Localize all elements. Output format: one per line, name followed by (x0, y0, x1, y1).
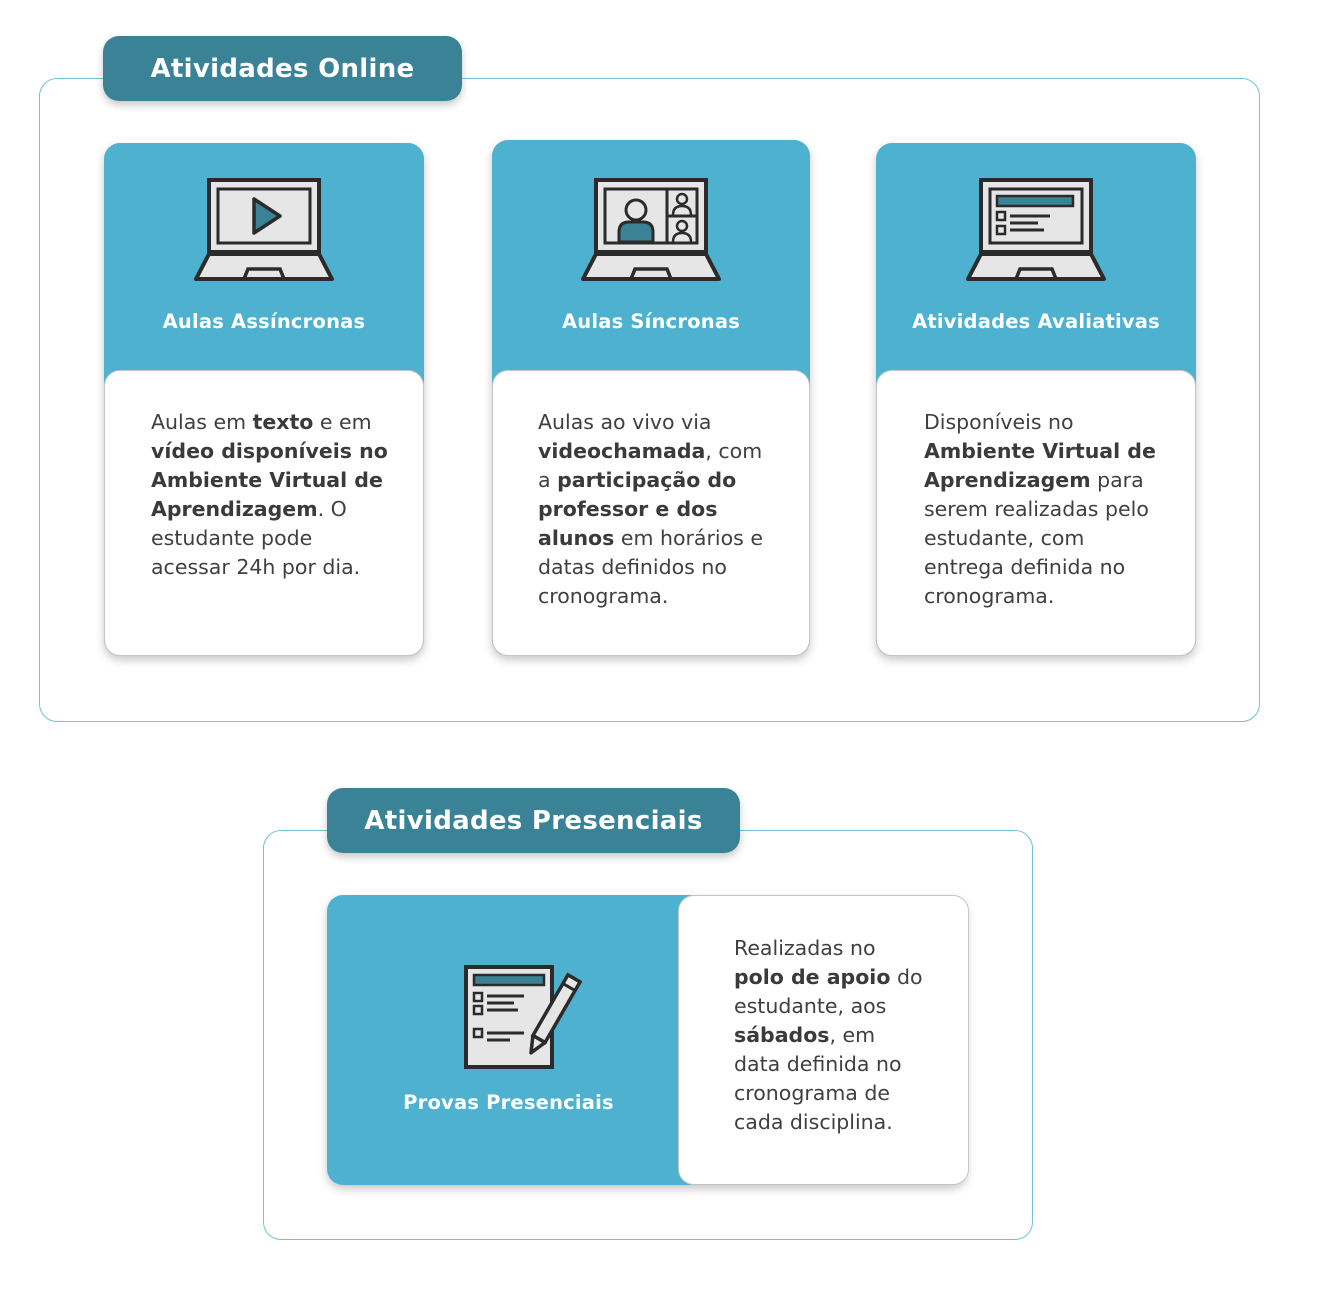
description-text: Realizadas no (734, 936, 876, 960)
description-text: a (538, 468, 558, 492)
description-bold-text: Ambiente Virtual de (151, 468, 383, 492)
description-line: professor e dos (538, 495, 763, 524)
card-aulas-sincronas: Aulas Síncronas Aulas ao vivo via videoch… (492, 140, 810, 656)
description-text: em horários e (614, 526, 763, 550)
card-description-box: Disponíveis no Ambiente Virtual de Aprendi… (876, 370, 1196, 656)
card-title: Aulas Síncronas (561, 310, 741, 333)
exam-paper-pencil-icon (464, 965, 582, 1069)
card-atividades-avaliativas: Atividades Avaliativas Disponíveis no Amb… (876, 143, 1196, 656)
description-text: entrega definida no (924, 555, 1126, 579)
description-line: Ambiente Virtual de (151, 466, 388, 495)
description-line: a participação do (538, 466, 763, 495)
description-text: cronograma. (924, 584, 1055, 608)
description-bold-text: alunos (538, 526, 615, 550)
description-line: acessar 24h por dia. (151, 553, 388, 582)
description-line: alunos em horários e (538, 524, 763, 553)
description-line: Ambiente Virtual de (924, 437, 1156, 466)
description-bold-text: sábados (734, 1023, 830, 1047)
description-line: cronograma. (538, 582, 763, 611)
description-line: vídeo disponíveis no (151, 437, 388, 466)
description-bold-text: Ambiente Virtual de (924, 439, 1156, 463)
description-line: polo de apoio do (734, 963, 923, 992)
description-line: cronograma de (734, 1079, 923, 1108)
description-line: Realizadas no (734, 934, 923, 963)
description-line: entrega definida no (924, 553, 1156, 582)
description-line: Aulas em texto e em (151, 408, 388, 437)
online-section-heading: Atividades Online (103, 36, 462, 101)
description-line: data definida no (734, 1050, 923, 1079)
presencial-section-heading: Atividades Presenciais (327, 788, 740, 853)
description-line: cronograma. (924, 582, 1156, 611)
description-line: Disponíveis no (924, 408, 1156, 437)
description-bold-text: videochamada (538, 439, 706, 463)
description-text: cronograma. (538, 584, 669, 608)
description-text: cronograma de (734, 1081, 891, 1105)
description-bold-text: Aprendizagem (151, 497, 318, 521)
description-text: para (1090, 468, 1144, 492)
description-text: Aulas ao vivo via (538, 410, 712, 434)
description-text: datas definidos no (538, 555, 727, 579)
card-title: Provas Presenciais (403, 1091, 614, 1114)
description-line: cada disciplina. (734, 1108, 923, 1137)
description-text: serem realizadas pelo (924, 497, 1149, 521)
card-title: Aulas Assíncronas (162, 310, 366, 333)
description-bold-text: Aprendizagem (924, 468, 1091, 492)
description-line: datas definidos no (538, 553, 763, 582)
card-description: Disponíveis no Ambiente Virtual de Aprendi… (924, 408, 1156, 611)
description-bold-text: texto (252, 410, 314, 434)
description-text: do (890, 965, 923, 989)
description-text: e em (313, 410, 372, 434)
description-line: Aulas ao vivo via (538, 408, 763, 437)
description-line: estudante, aos (734, 992, 923, 1021)
description-text: Aulas em (151, 410, 253, 434)
description-line: sábados, em (734, 1021, 923, 1050)
description-text: , com (705, 439, 763, 463)
description-bold-text: professor e dos (538, 497, 718, 521)
description-text: Disponíveis no (924, 410, 1074, 434)
description-bold-text: polo de apoio (734, 965, 891, 989)
description-bold-text: vídeo disponíveis no (151, 439, 388, 463)
video-call-laptop-icon (581, 178, 721, 281)
description-text: , em (829, 1023, 876, 1047)
description-text: estudante pode (151, 526, 313, 550)
description-line: Aprendizagem. O (151, 495, 388, 524)
description-line: videochamada, com (538, 437, 763, 466)
description-text: estudante, com (924, 526, 1085, 550)
card-title: Atividades Avaliativas (912, 310, 1160, 333)
video-laptop-icon (194, 178, 334, 281)
description-bold-text: participação do (557, 468, 737, 492)
description-text: estudante, aos (734, 994, 887, 1018)
description-text: data definida no (734, 1052, 902, 1076)
card-provas-presenciais: Provas Presenciais Realizadas no polo de … (327, 895, 969, 1185)
description-line: estudante pode (151, 524, 388, 553)
description-line: estudante, com (924, 524, 1156, 553)
description-text: . O (317, 497, 347, 521)
description-line: serem realizadas pelo (924, 495, 1156, 524)
description-text: cada disciplina. (734, 1110, 893, 1134)
checklist-laptop-icon (966, 178, 1106, 281)
description-line: Aprendizagem para (924, 466, 1156, 495)
description-text: acessar 24h por dia. (151, 555, 361, 579)
